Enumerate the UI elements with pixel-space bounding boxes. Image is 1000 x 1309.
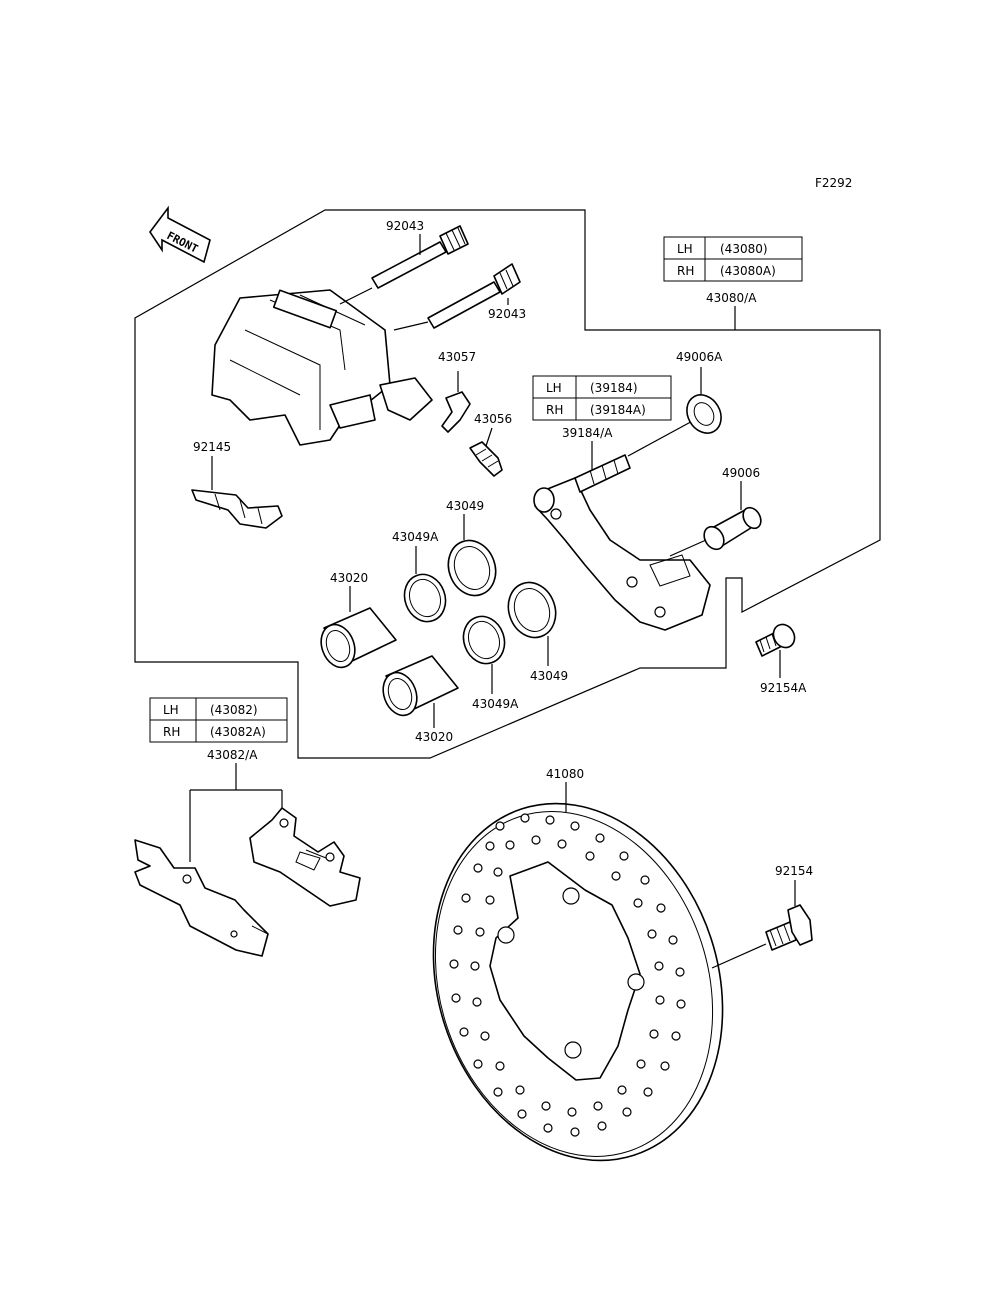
seal-43049-right [507,581,557,666]
label-92154: 92154 [775,864,813,878]
svg-text:LH: LH [163,703,179,717]
brake-pad-right [249,807,361,907]
piston-43020-top [320,586,397,669]
caliper-ref-label: 43080/A [706,291,757,305]
pin-92043-right [427,263,521,329]
seal-43049-top [447,514,497,597]
label-49006: 49006 [722,466,760,480]
svg-text:(43082): (43082) [210,703,258,717]
bolt-92154 [711,880,813,969]
svg-text:(43080A): (43080A) [720,264,776,278]
brake-pad-left [134,839,269,957]
label-43056: 43056 [474,412,512,426]
caliper-assembly-outline [134,209,881,759]
label-43049-top: 43049 [446,499,484,513]
caliper-side-table: LH (43080) RH (43080A) 43080/A [663,236,803,330]
label-43049A-top: 43049A [392,530,439,544]
svg-text:(39184A): (39184A) [590,403,646,417]
seal-43049A-top [403,546,447,623]
label-43057: 43057 [438,350,476,364]
piston-43020-bottom [382,655,459,728]
bleeder-valve-43056 [469,427,503,477]
label-43020-bottom: 43020 [415,730,453,744]
bracket-ref-label: 39184/A [562,426,613,440]
label-92043-right: 92043 [488,307,526,321]
label-43020-top: 43020 [330,571,368,585]
drawing-code: F2292 [815,176,852,190]
svg-text:(43082A): (43082A) [210,725,266,739]
caliper-bracket-39184 [533,417,711,631]
bolt-92154A [755,623,796,678]
svg-text:(43080): (43080) [720,242,768,256]
boot-49006A [686,367,722,434]
pad-spring-92145 [191,456,283,529]
boot-49006 [669,481,762,557]
disc-holes [449,813,686,1137]
pads-side-table: LH (43082) RH (43082A) 43082/A [149,697,288,862]
brake-disc-41080 [432,782,724,1162]
label-41080: 41080 [546,767,584,781]
label-92154A: 92154A [760,681,807,695]
svg-text:RH: RH [677,264,694,278]
svg-text:(39184): (39184) [590,381,638,395]
label-43049-right: 43049 [530,669,568,683]
svg-text:LH: LH [677,242,693,256]
front-arrow-icon: FRONT [149,205,211,264]
label-92043-top: 92043 [386,219,424,233]
svg-text:RH: RH [546,403,563,417]
svg-text:RH: RH [163,725,180,739]
label-92145: 92145 [193,440,231,454]
caliper-body [211,289,433,446]
pin-92043-left [371,225,469,289]
bleeder-cap-43057 [441,371,471,433]
pads-ref-label: 43082/A [207,748,258,762]
bracket-side-table: LH (39184) RH (39184A) 39184/A [532,375,672,470]
label-49006A: 49006A [676,350,723,364]
seal-43049A-bottom [462,615,506,694]
svg-text:LH: LH [546,381,562,395]
label-43049A-bottom: 43049A [472,697,519,711]
